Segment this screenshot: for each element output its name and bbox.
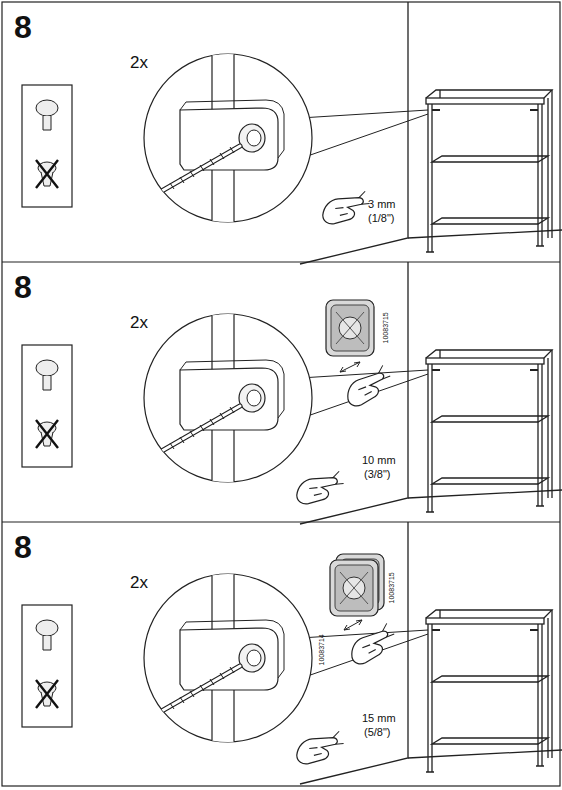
dimension: 15 mm [362,712,396,724]
dimension: (3/8") [364,468,391,480]
dimension: 10 mm [362,454,396,466]
part-number: 10083715 [382,312,390,343]
quantity: 2x [130,314,148,333]
panel-2-art [22,260,562,524]
dimension: (5/8") [364,726,391,738]
part-number: 10083715 [388,572,396,603]
part-number: 10083714 [318,634,326,665]
step-number: 8 [14,530,32,565]
step-number: 8 [14,270,32,305]
dimension: (1/8") [368,212,395,224]
panel-1-art [22,0,562,264]
dimension: 3 mm [368,198,396,210]
quantity: 2x [130,574,148,593]
panel-3-art [22,520,562,784]
quantity: 2x [130,54,148,73]
step-number: 8 [14,10,32,45]
